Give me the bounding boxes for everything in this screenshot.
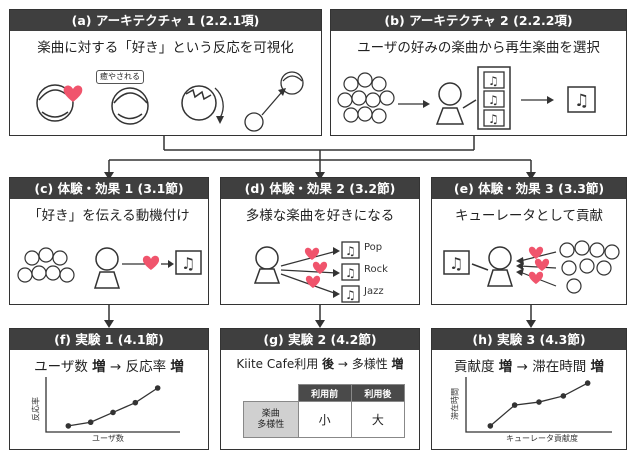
svg-text:♫: ♫ — [345, 288, 356, 302]
chart-axes — [45, 377, 180, 433]
heart-icon — [142, 255, 160, 270]
svg-text:♫: ♫ — [345, 244, 356, 258]
data-point — [536, 399, 542, 405]
soothed-note: 癒やされる — [96, 70, 144, 84]
soothed-head-icon — [111, 87, 149, 125]
heart-icon — [312, 261, 328, 274]
row-header: 楽曲多様性 — [243, 401, 299, 438]
svg-text:♫: ♫ — [345, 266, 356, 280]
genre-label-rock: Rock — [364, 264, 388, 275]
card-experiment-2: (g) 実験 2 (4.2節) Kiite Cafe利用 後 → 多様性 増 利… — [220, 328, 420, 450]
card-title: (h) 実験 3 (4.3節) — [432, 329, 626, 350]
card-subtitle: キューレータとして貢献 — [454, 208, 604, 224]
card-architecture-1: (a) アーキテクチャ 1 (2.2.1項) 楽曲に対する「好き」という反応を可… — [9, 9, 322, 136]
diversity-table: 利用前 利用後 楽曲多様性 小 大 — [243, 384, 406, 438]
card-effect-3: (e) 体験・効果 3 (3.3節) キューレータとして貢献 ♫ — [431, 177, 627, 305]
series-line — [68, 387, 159, 427]
audience-icon — [559, 240, 620, 294]
card-subtitle: Kiite Cafe利用 後 → 多様性 増 — [236, 357, 404, 371]
card-subtitle: 多様な楽曲を好きになる — [245, 208, 395, 224]
card-effect-1: (c) 体験・効果 1 (3.1節) 「好き」を伝える動機付け ♫ — [9, 177, 209, 305]
svg-text:♫: ♫ — [488, 93, 499, 107]
card-title: (b) アーキテクチャ 2 (2.2.2項) — [331, 10, 626, 31]
data-point — [87, 419, 94, 426]
data-point — [132, 399, 139, 406]
x-axis-label: ユーザ数 — [92, 434, 124, 443]
curator-illustration: ♫ — [443, 240, 620, 294]
y-axis-label: 反応率 — [31, 397, 41, 421]
data-point — [511, 402, 518, 408]
svg-text:♫: ♫ — [449, 254, 463, 273]
music-note-icon — [483, 71, 505, 127]
crowd-icon — [337, 72, 395, 124]
card-effect-2: (d) 体験・効果 2 (3.2節) 多様な楽曲を好きになる ♫ ♫ ♫ Pop R… — [220, 177, 420, 305]
nodding-head-icon — [181, 85, 217, 121]
contribution-vs-stay-chart — [465, 377, 612, 433]
audience-icon — [17, 247, 75, 283]
column-after: 利用後 — [350, 384, 406, 402]
card-title: (c) 体験・効果 1 (3.1節) — [10, 178, 208, 199]
heart-icon — [63, 85, 83, 102]
chart-axes — [465, 377, 612, 433]
data-point — [487, 423, 494, 429]
listener-icon — [93, 247, 121, 289]
data-point — [584, 380, 591, 386]
reaction-illustration — [36, 71, 304, 132]
data-point — [154, 385, 161, 391]
card-subtitle: ユーザ数 増 → 反応率 増 — [34, 359, 184, 375]
value-before: 小 — [297, 401, 352, 438]
column-before: 利用前 — [297, 384, 352, 402]
listener-icon — [253, 246, 281, 284]
users-vs-reaction-chart — [45, 377, 180, 433]
card-title: (g) 実験 2 (4.2節) — [221, 329, 419, 350]
card-title: (d) 体験・効果 2 (3.2節) — [221, 178, 419, 199]
heart-icon — [304, 247, 320, 260]
card-experiment-3: (h) 実験 3 (4.3節) 貢献度 増 → 滞在時間 増 滞在時間 キューレ… — [431, 328, 627, 450]
card-subtitle: 貢献度 増 → 滞在時間 増 — [454, 359, 604, 375]
svg-text:♫: ♫ — [488, 74, 499, 88]
card-experiment-1: (f) 実験 1 (4.1節) ユーザ数 増 → 反応率 増 反応率 ユーザ数 — [9, 328, 209, 450]
y-axis-label: 滞在時間 — [450, 388, 460, 420]
card-subtitle: ユーザの好みの楽曲から再生楽曲を選択 — [357, 40, 600, 56]
x-axis-label: キューレータ貢献度 — [506, 434, 578, 443]
card-architecture-2: (b) アーキテクチャ 2 (2.2.2項) ユーザの好みの楽曲から再生楽曲を選… — [330, 9, 627, 136]
data-point — [65, 423, 72, 429]
genre-label-pop: Pop — [364, 242, 383, 253]
motivation-illustration: ♫ — [17, 247, 202, 289]
svg-text:♫: ♫ — [181, 254, 195, 273]
heart-icon — [528, 246, 544, 259]
card-title: (e) 体験・効果 3 (3.3節) — [432, 178, 626, 199]
svg-text:♫: ♫ — [574, 91, 589, 111]
heart-icon — [528, 271, 544, 284]
data-point — [110, 409, 116, 416]
heart-icon — [305, 275, 321, 288]
card-title: (f) 実験 1 (4.1節) — [10, 329, 208, 350]
value-after: 大 — [350, 401, 406, 438]
card-subtitle: 「好き」を伝える動機付け — [28, 208, 190, 224]
genre-label-jazz: Jazz — [364, 286, 384, 297]
card-subtitle: 楽曲に対する「好き」という反応を可視化 — [37, 40, 294, 56]
small-heads-icon — [244, 71, 304, 132]
heart-icon — [534, 258, 550, 271]
data-point — [560, 393, 567, 399]
svg-text:♫: ♫ — [488, 112, 499, 126]
card-title: (a) アーキテクチャ 1 (2.2.1項) — [10, 10, 321, 31]
curator-icon — [435, 82, 477, 125]
diversity-illustration: ♫ ♫ ♫ — [253, 241, 360, 303]
curator-icon — [471, 246, 514, 287]
song-selection-illustration: ♫ ♫ ♫ ♫ — [337, 66, 596, 130]
